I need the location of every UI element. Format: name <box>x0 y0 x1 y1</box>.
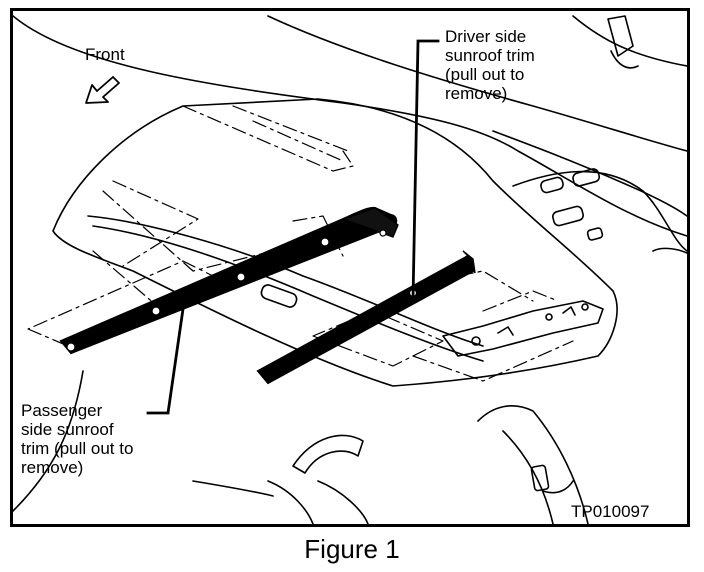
console-button <box>586 227 604 241</box>
headliner-illustration <box>13 15 687 524</box>
front-arrow <box>85 76 120 104</box>
frame-handle <box>260 284 298 308</box>
passenger-trim-label: Passenger side sunroof trim (pull out to… <box>21 401 134 477</box>
figure-frame: Front Driver side sunroof trim (pull out… <box>10 8 690 527</box>
figure-code: TP010097 <box>571 502 650 521</box>
front-label: Front <box>85 45 125 64</box>
passenger-side-trim <box>59 206 399 355</box>
driver-trim-label: Driver side sunroof trim (pull out to re… <box>445 27 535 103</box>
b-pillar <box>477 405 589 524</box>
sunroof-opening <box>52 98 618 387</box>
sunroof-mechanism <box>442 300 604 357</box>
figure-caption: Figure 1 <box>304 534 400 564</box>
console-button <box>540 176 564 194</box>
driver-leader-line <box>411 39 440 301</box>
grab-handle <box>292 434 364 474</box>
driver-side-trim <box>256 250 476 385</box>
headliner-outline <box>13 15 687 237</box>
passenger-leader-line <box>146 307 185 415</box>
console-button <box>552 205 584 227</box>
visor-clip <box>607 15 634 57</box>
